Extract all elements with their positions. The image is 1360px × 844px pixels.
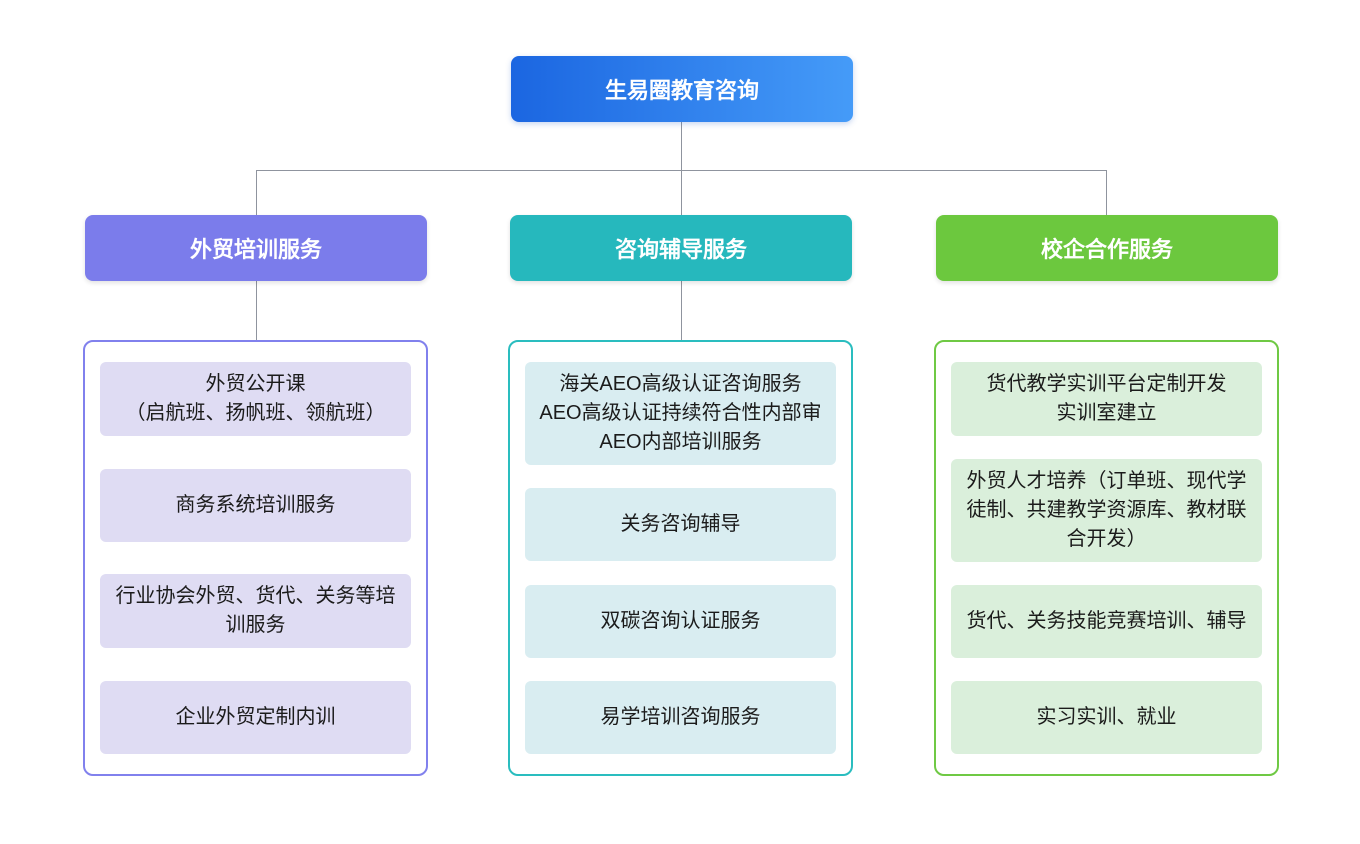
leaf-item: 易学培训咨询服务 bbox=[525, 680, 836, 754]
leaf-item: 海关AEO高级认证咨询服务 AEO高级认证持续符合性内部审 AEO内部培训服务 bbox=[525, 362, 836, 465]
connector-root-stem bbox=[681, 122, 682, 170]
root-node-label: 生易圈教育咨询 bbox=[604, 78, 759, 103]
connector-drop-school bbox=[1106, 170, 1107, 215]
branch-header-trade-training: 外贸培训服务 bbox=[85, 215, 427, 281]
leaf-item: 外贸公开课 （启航班、扬帆班、领航班） bbox=[100, 362, 411, 436]
connector-drop-consult bbox=[681, 170, 682, 215]
leaf-item: 外贸人才培养（订单班、现代学徒制、共建教学资源库、教材联合开发） bbox=[951, 459, 1262, 562]
leaf-item: 企业外贸定制内训 bbox=[100, 680, 411, 754]
branch-container-consulting-coaching: 海关AEO高级认证咨询服务 AEO高级认证持续符合性内部审 AEO内部培训服务 … bbox=[508, 340, 853, 776]
root-node: 生易圈教育咨询 bbox=[511, 56, 853, 122]
leaf-item: 货代教学实训平台定制开发 实训室建立 bbox=[951, 362, 1262, 436]
branch-header-school-enterprise: 校企合作服务 bbox=[936, 215, 1278, 281]
leaf-item: 双碳咨询认证服务 bbox=[525, 584, 836, 658]
branch-header-label: 外贸培训服务 bbox=[189, 237, 322, 262]
leaf-item: 实习实训、就业 bbox=[951, 681, 1262, 754]
connector-consult-to-container bbox=[681, 281, 682, 340]
leaf-item: 行业协会外贸、货代、关务等培训服务 bbox=[100, 574, 411, 649]
connector-trade-to-container bbox=[256, 281, 257, 340]
leaf-item: 货代、关务技能竞赛培训、辅导 bbox=[951, 585, 1262, 658]
branch-header-label: 咨询辅导服务 bbox=[614, 237, 747, 262]
connector-drop-trade bbox=[256, 170, 257, 215]
branch-container-school-enterprise: 货代教学实训平台定制开发 实训室建立 外贸人才培养（订单班、现代学徒制、共建教学… bbox=[934, 340, 1279, 776]
leaf-item: 商务系统培训服务 bbox=[100, 468, 411, 542]
leaf-item: 关务咨询辅导 bbox=[525, 488, 836, 562]
branch-header-consulting-coaching: 咨询辅导服务 bbox=[510, 215, 852, 281]
branch-container-trade-training: 外贸公开课 （启航班、扬帆班、领航班） 商务系统培训服务 行业协会外贸、货代、关… bbox=[83, 340, 428, 776]
branch-header-label: 校企合作服务 bbox=[1040, 237, 1173, 262]
